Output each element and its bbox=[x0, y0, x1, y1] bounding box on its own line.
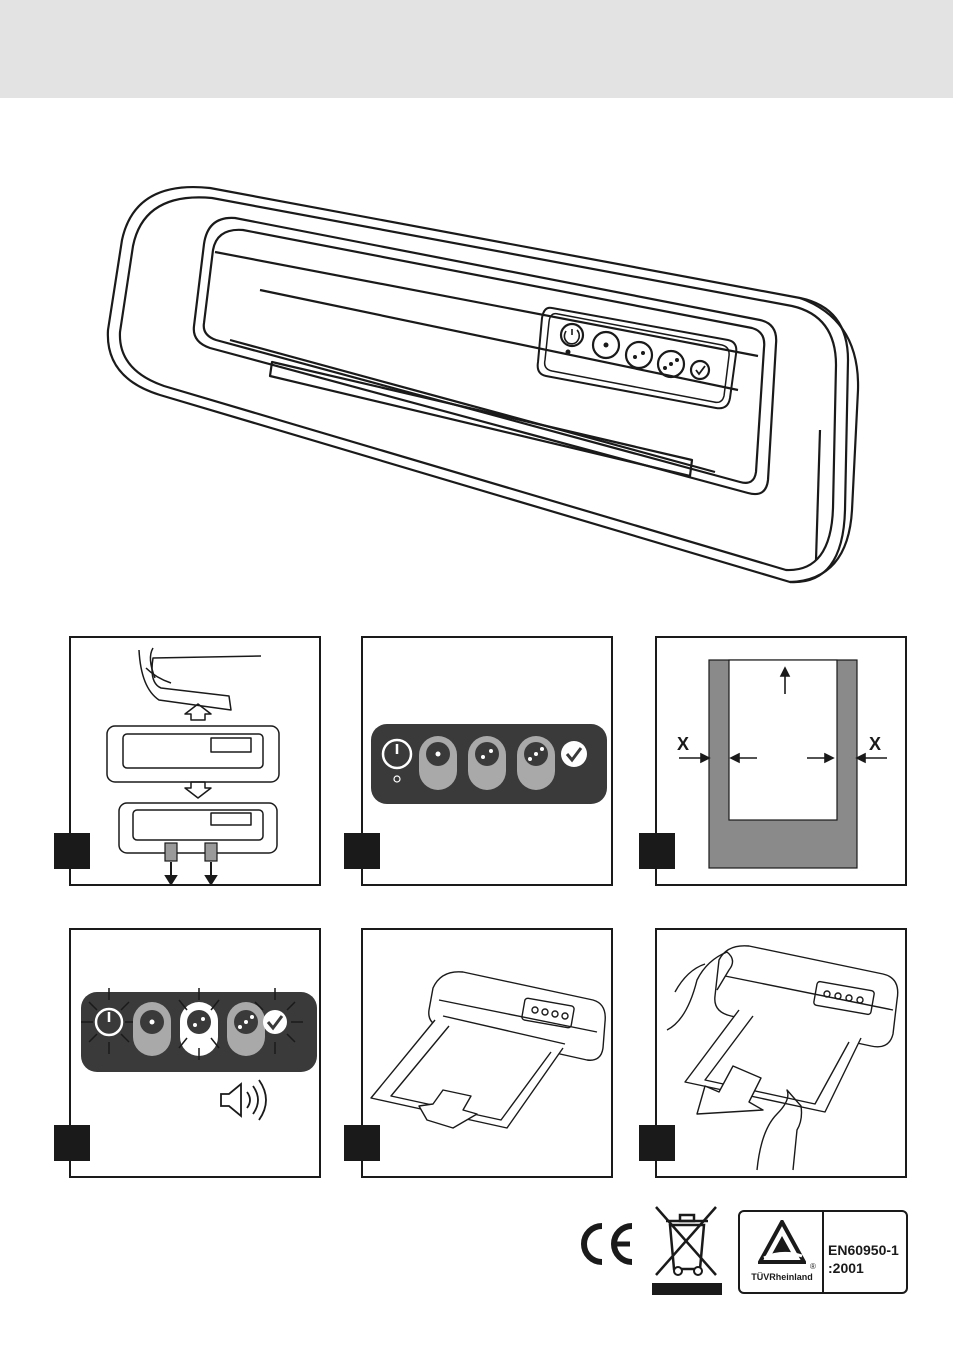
step-number-box-5 bbox=[344, 1125, 380, 1161]
panel-4-ready-signal bbox=[69, 928, 321, 1178]
header-band bbox=[0, 0, 953, 98]
panel-3-pouch-margin: X X bbox=[655, 636, 907, 886]
tuv-divider bbox=[822, 1212, 824, 1292]
ce-mark-icon bbox=[576, 1222, 636, 1266]
step-number-box-4 bbox=[54, 1125, 90, 1161]
panel-1-remove-cover bbox=[69, 636, 321, 886]
step-number-box-1 bbox=[54, 833, 90, 869]
registered-mark: ® bbox=[810, 1262, 816, 1271]
margin-label-right: X bbox=[869, 734, 881, 755]
panel-6-remove-pouch bbox=[655, 928, 907, 1178]
margin-label-left: X bbox=[677, 734, 689, 755]
laminator-illustration bbox=[100, 180, 860, 600]
standard-line-2: :2001 bbox=[828, 1260, 864, 1276]
step-number-box-3 bbox=[639, 833, 675, 869]
tuv-certification-box: TÜVRheinland ® EN60950-1 :2001 bbox=[738, 1210, 908, 1294]
step-number-box-6 bbox=[639, 1125, 675, 1161]
standard-line-1: EN60950-1 bbox=[828, 1242, 899, 1258]
panel-5-insert-pouch bbox=[361, 928, 613, 1178]
panel-2-control-panel bbox=[361, 636, 613, 886]
tuv-logo-icon bbox=[758, 1220, 806, 1266]
tuv-brand-label: TÜVRheinland bbox=[742, 1272, 822, 1282]
weee-bin-icon bbox=[652, 1203, 722, 1295]
step-number-box-2 bbox=[344, 833, 380, 869]
